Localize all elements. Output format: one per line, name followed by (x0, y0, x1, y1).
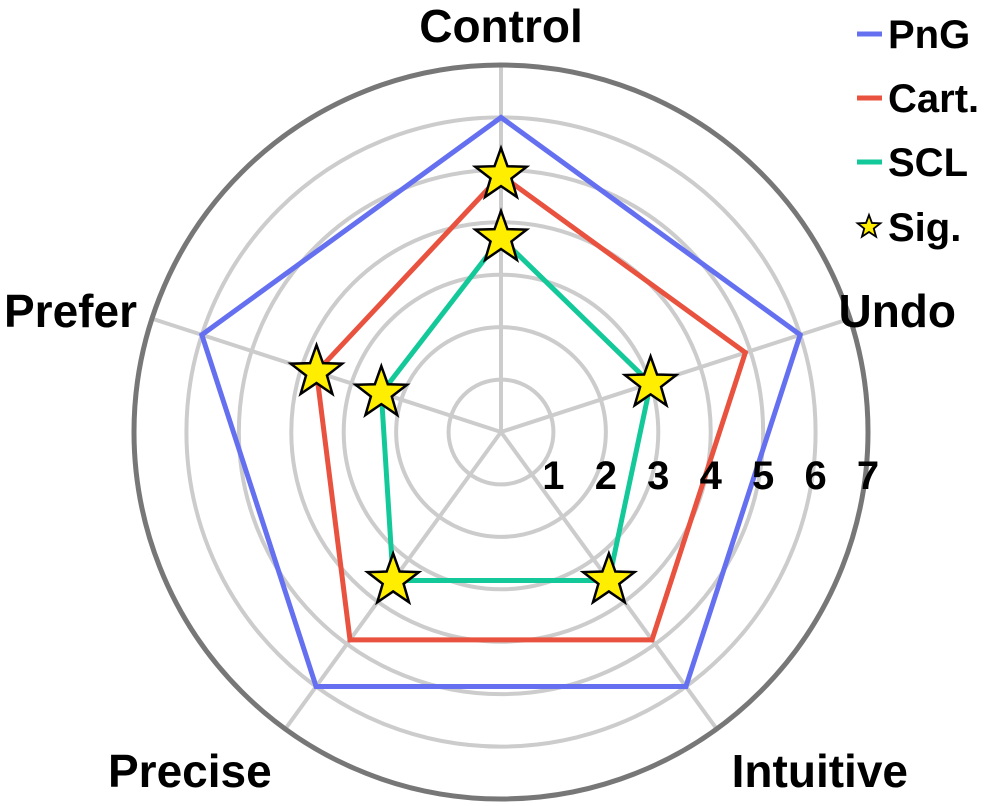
legend-label-cart: Cart. (888, 77, 979, 121)
series-scl (378, 234, 654, 583)
tick-label-4: 4 (700, 454, 723, 498)
sig-star-scl-prefer (352, 362, 411, 418)
radar-series (198, 114, 804, 689)
tick-label-5: 5 (752, 454, 774, 498)
sig-star-scl-intuitive (579, 549, 639, 606)
tick-label-2: 2 (595, 454, 617, 498)
legend: PnG Cart. SCL Sig. (855, 13, 979, 250)
axis-label-precise: Precise (108, 745, 272, 797)
series-png (198, 114, 804, 689)
sig-star-scl-undo (621, 352, 680, 409)
axis-label-prefer: Prefer (4, 285, 137, 337)
axis-label-intuitive: Intuitive (732, 745, 908, 797)
tick-label-3: 3 (647, 454, 669, 498)
legend-swatch-sig (855, 212, 883, 239)
legend-label-scl: SCL (888, 141, 968, 185)
tick-label-6: 6 (804, 454, 826, 498)
sig-star-scl-precise (363, 549, 423, 606)
outer-ring (131, 62, 871, 802)
legend-label-sig: Sig. (888, 206, 961, 250)
significance-markers (287, 144, 680, 606)
tick-label-7: 7 (857, 454, 879, 498)
series-cart (313, 171, 749, 643)
axis-label-control: Control (419, 0, 583, 52)
sig-star-scl-control (471, 207, 531, 263)
sig-star-cart-prefer (287, 341, 346, 397)
axis-label-undo: Undo (838, 285, 956, 337)
sig-star-cart-control (471, 144, 531, 200)
legend-label-png: PnG (888, 13, 970, 57)
tick-label-1: 1 (542, 454, 564, 498)
